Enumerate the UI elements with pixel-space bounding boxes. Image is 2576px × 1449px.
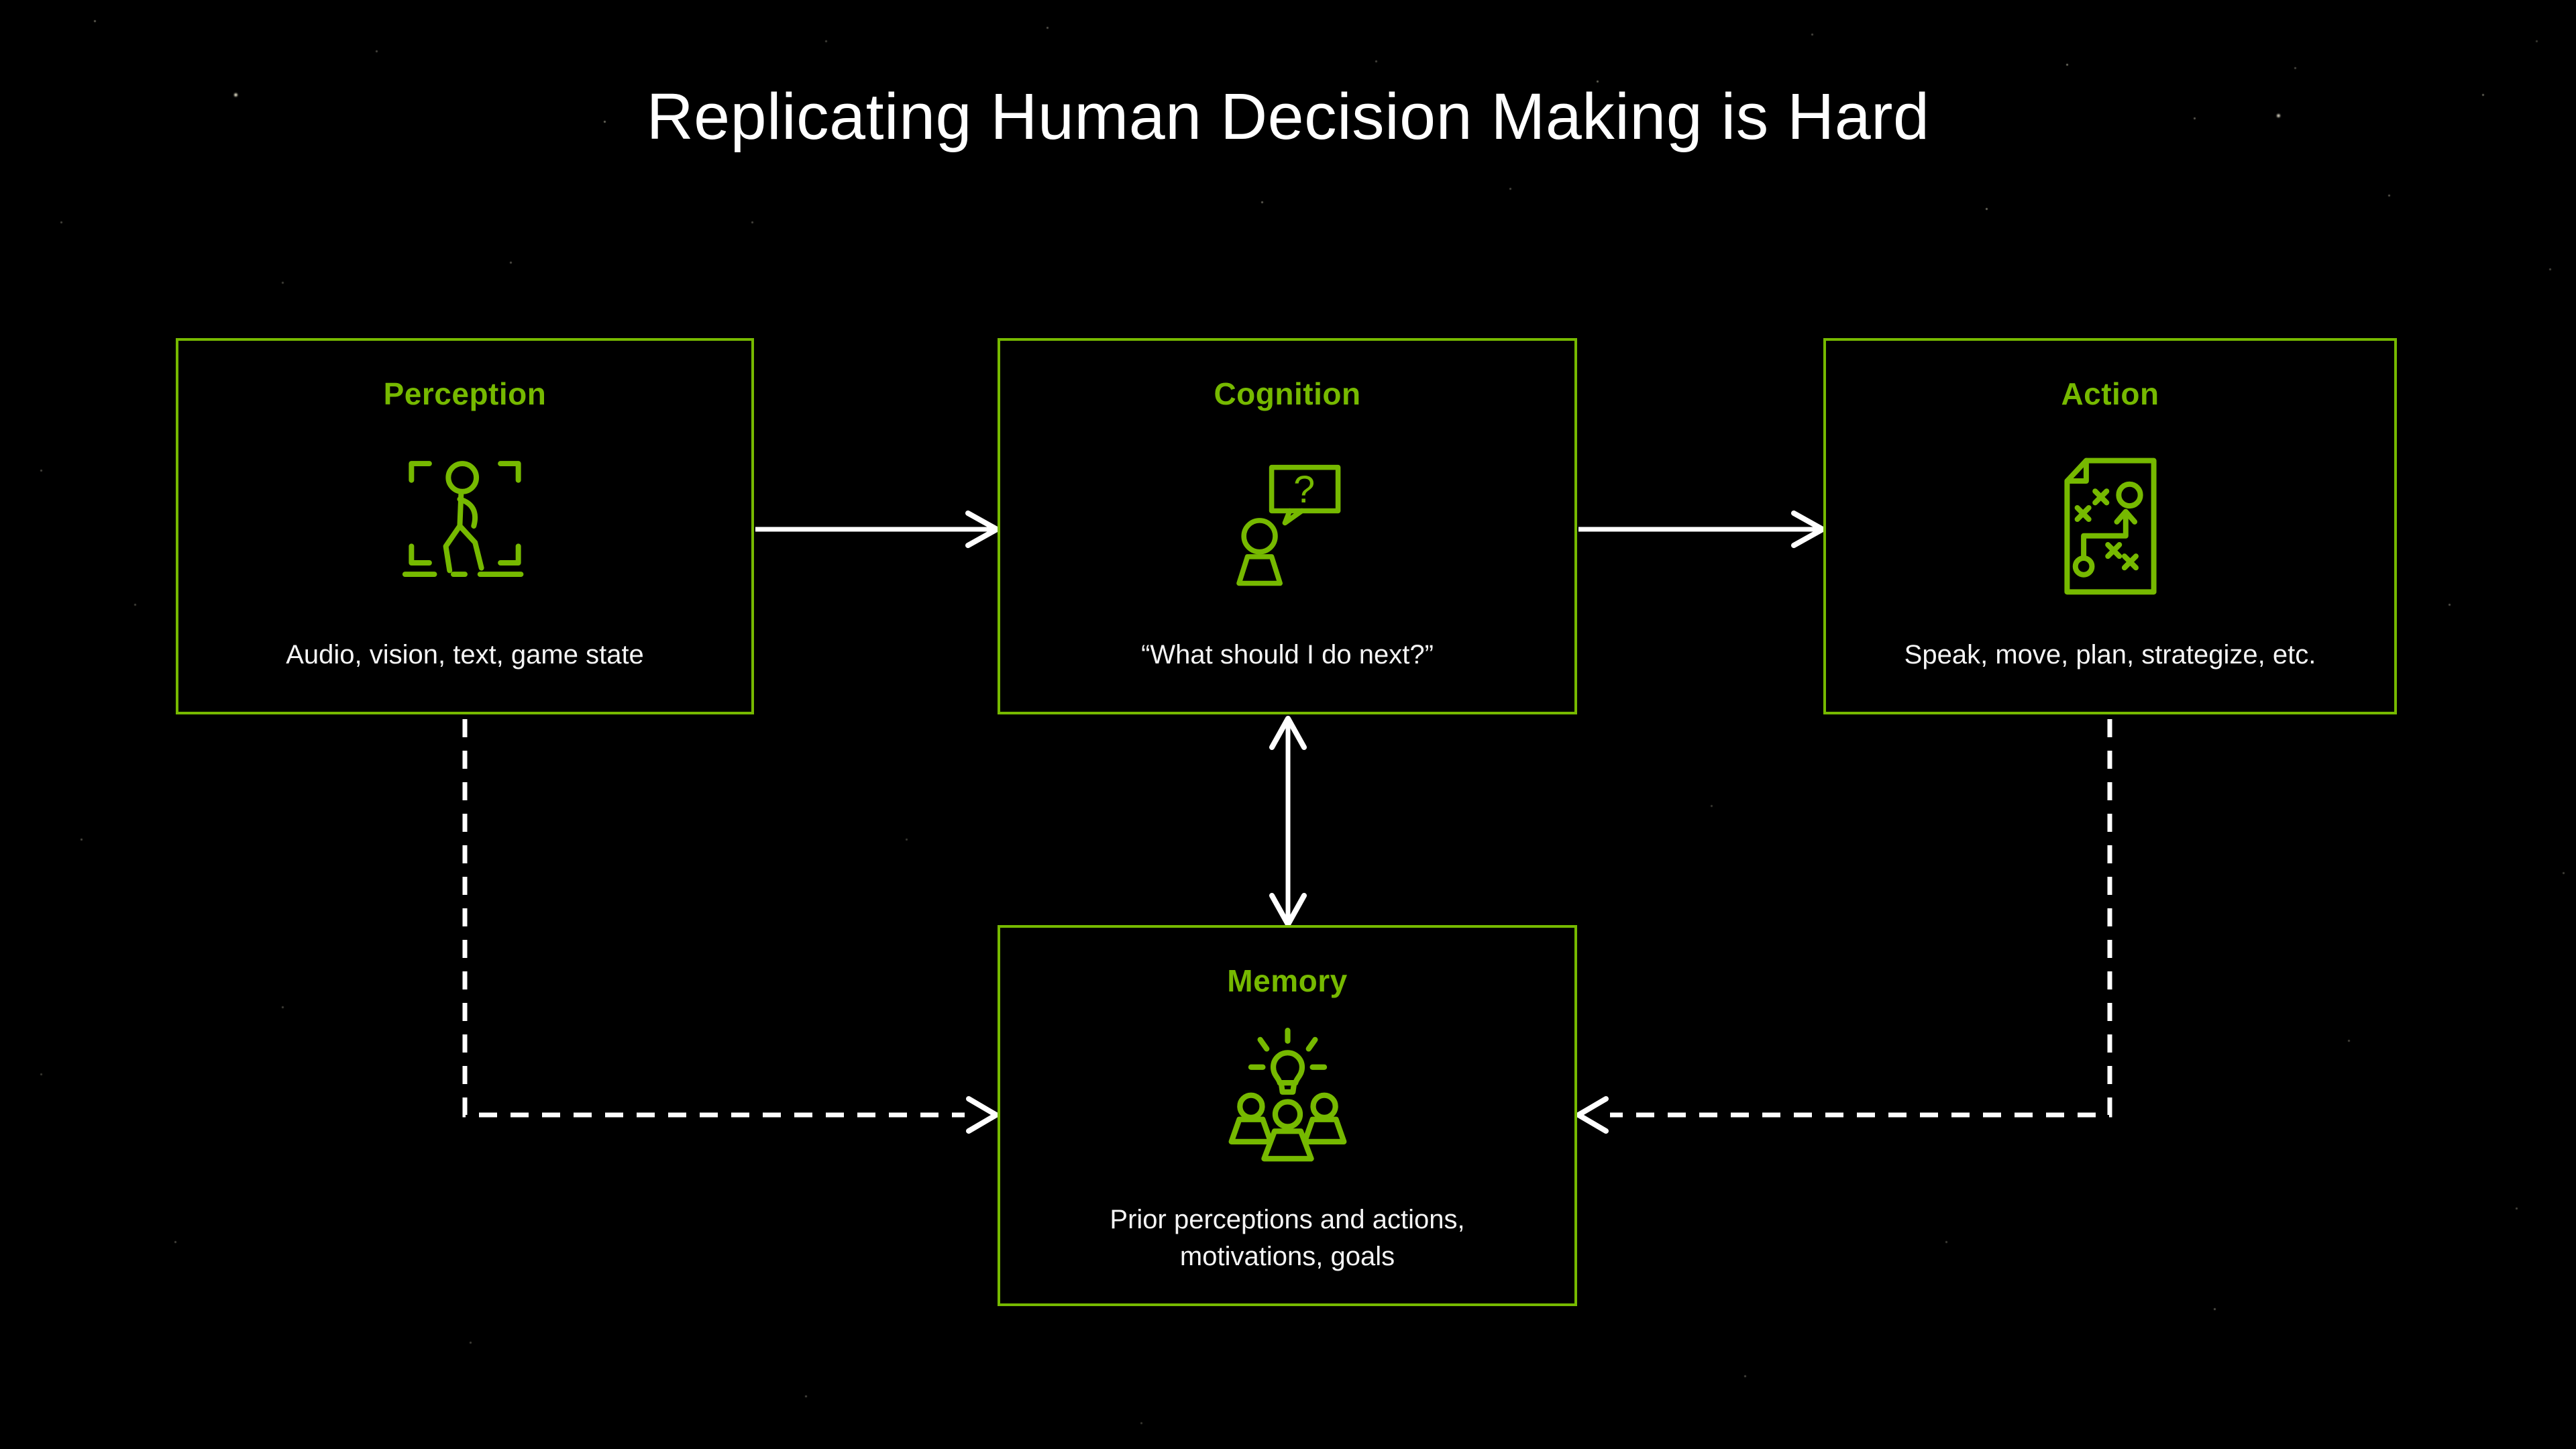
- arrow-action-to-memory-dashed: [1576, 719, 2112, 1134]
- strategy-document-icon: [2063, 458, 2157, 594]
- page-title: Replicating Human Decision Making is Har…: [646, 80, 1930, 153]
- cognition-box-title: Cognition: [1214, 376, 1361, 411]
- memory-box-description: Prior perceptions and actions, motivatio…: [1110, 1204, 1465, 1271]
- action-box: Action Speak, move, plan, strategize, et…: [1823, 338, 2397, 714]
- person-detection-icon: [402, 461, 524, 578]
- svg-text:?: ?: [1293, 468, 1315, 511]
- cognition-box-description: “What should I do next?”: [1141, 640, 1434, 669]
- perception-box: Perception Audio, vision, text, game: [176, 338, 754, 714]
- memory-box-title: Memory: [1227, 963, 1348, 998]
- arrow-cognition-memory-two-way: [1269, 716, 1307, 927]
- memory-box: Memory Pri: [998, 925, 1577, 1306]
- cognition-box: Cognition ? “What should I do next?”: [998, 338, 1577, 714]
- arrow-cognition-to-action: [1578, 511, 1825, 548]
- team-lightbulb-icon: [1228, 1028, 1346, 1162]
- action-box-description: Speak, move, plan, strategize, etc.: [1904, 640, 2316, 669]
- perception-box-title: Perception: [383, 376, 547, 411]
- question-bubble-icon: ?: [1236, 464, 1341, 586]
- action-box-title: Action: [2061, 376, 2159, 411]
- perception-box-description: Audio, vision, text, game state: [286, 640, 644, 669]
- arrow-perception-to-memory-dashed: [462, 719, 999, 1134]
- arrow-perception-to-cognition: [755, 511, 1000, 548]
